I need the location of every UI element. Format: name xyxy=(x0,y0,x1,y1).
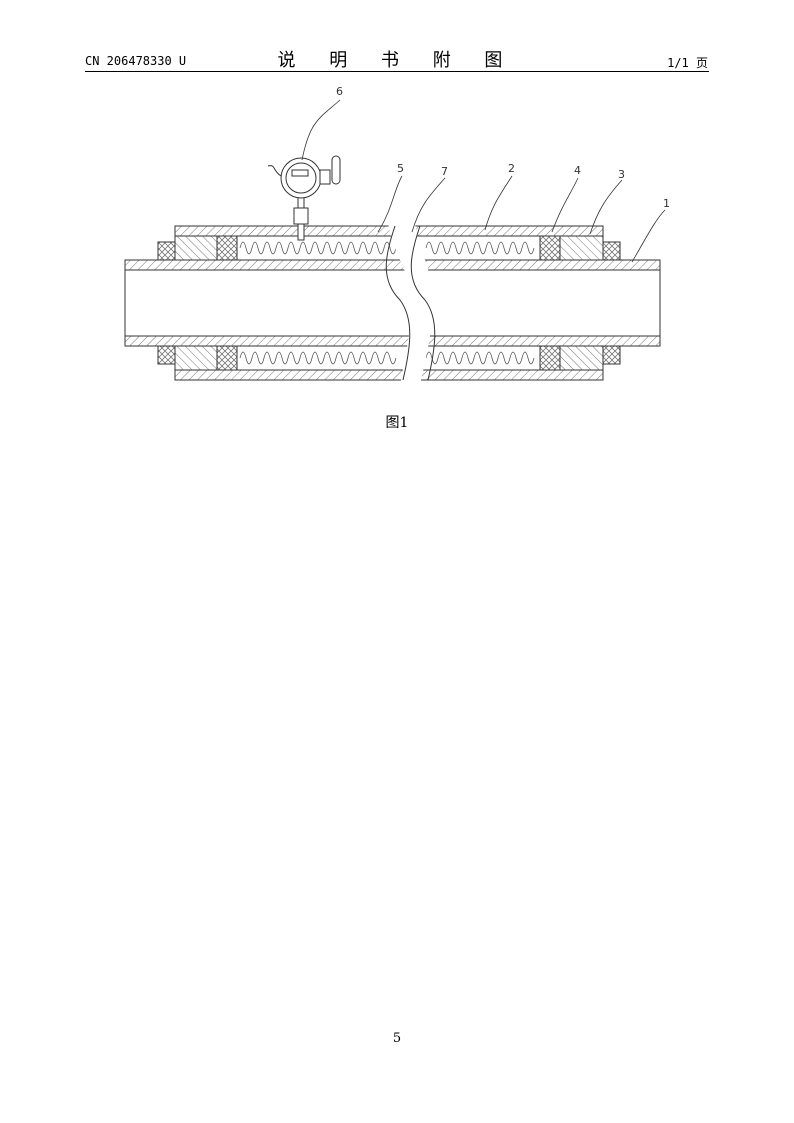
doc-number: CN 206478330 U xyxy=(85,54,187,68)
label-7: 7 xyxy=(441,165,448,178)
page-number: 5 xyxy=(392,1031,402,1046)
pressure-gauge xyxy=(267,155,341,241)
pipe-drawing: 6 5 7 2 4 3 1 xyxy=(124,85,670,381)
label-4: 4 xyxy=(574,164,581,177)
page-title: 说 明 书 附 图 xyxy=(277,50,517,71)
page-info: 1/1 页 xyxy=(667,56,708,70)
part-labels: 6 5 7 2 4 3 1 xyxy=(336,85,670,210)
label-1: 1 xyxy=(663,197,670,210)
label-5: 5 xyxy=(397,162,404,175)
header-rule xyxy=(85,71,709,72)
label-3: 3 xyxy=(618,168,625,181)
label-6: 6 xyxy=(336,85,343,98)
figure-caption: 图1 xyxy=(385,415,409,431)
pipe-left-half xyxy=(124,225,411,381)
leader-lines xyxy=(301,99,666,263)
label-2: 2 xyxy=(508,162,515,175)
break-line xyxy=(385,225,436,381)
pipe-right-half xyxy=(413,225,661,381)
